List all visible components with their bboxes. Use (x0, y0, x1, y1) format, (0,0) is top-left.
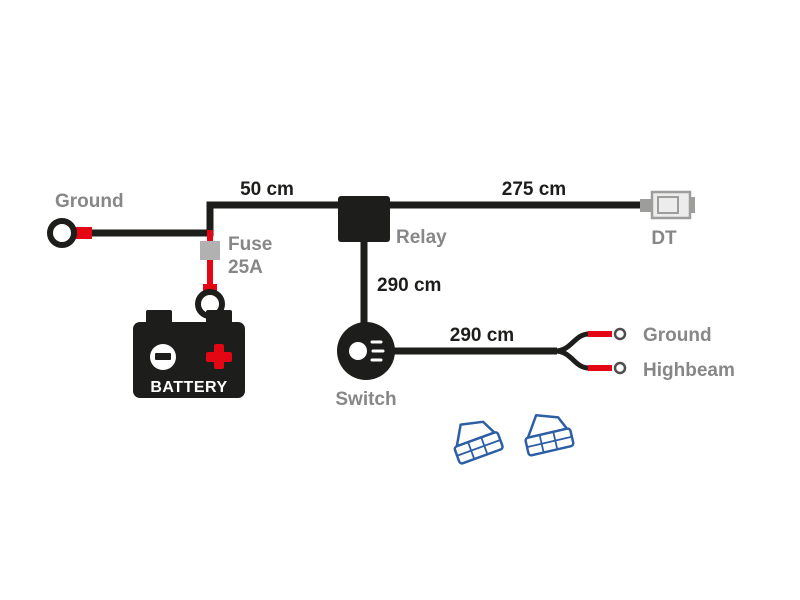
fuse-label-line2: 25A (228, 257, 263, 278)
length-50cm-label: 50 cm (240, 179, 294, 200)
fuse-holder-icon (200, 241, 220, 260)
wire-split-upper (554, 331, 590, 354)
length-290cm-vertical-label: 290 cm (377, 275, 441, 296)
battery-minus-bar (155, 353, 171, 360)
switch-icon (337, 322, 395, 380)
splice-blade-slot (538, 430, 559, 454)
length-290cm-horizontal-label: 290 cm (450, 325, 514, 346)
splice-slot-line (526, 435, 573, 448)
switch-label: Switch (335, 389, 396, 410)
battery-body (133, 322, 245, 398)
crimp-fuse-terminal (203, 284, 217, 293)
relay-label: Relay (396, 227, 447, 248)
battery-icon: BATTERY (133, 310, 245, 398)
splice-blade-slot (467, 436, 489, 460)
quick-splice-connector-icon (453, 420, 504, 465)
wire-split-lower (554, 348, 590, 371)
dt-connector-neck (640, 199, 653, 212)
splice-slot-line (456, 439, 501, 457)
quick-splice-connector-icon (524, 414, 575, 457)
bullet-terminal-ground-icon (613, 327, 627, 341)
dt-connector-slot (657, 196, 679, 214)
ground-left-label: Ground (55, 191, 124, 212)
dt-connector-tab (689, 197, 695, 213)
switch-lamp-icon (349, 342, 367, 360)
length-275cm-label: 275 cm (502, 179, 566, 200)
relay-block-icon (338, 196, 390, 242)
crimp-ground-terminal (74, 227, 92, 239)
dt-label: DT (651, 228, 677, 249)
battery-label: BATTERY (150, 379, 227, 396)
bullet-terminal-highbeam-icon (613, 361, 627, 375)
fuse-label-line1: Fuse (228, 234, 272, 255)
ring-terminal-ground-icon (47, 218, 77, 248)
battery-plus-bar (206, 352, 232, 362)
highbeam-label: Highbeam (643, 360, 735, 381)
wire-ground-to-relay (88, 201, 338, 237)
dt-connector-icon (640, 190, 695, 220)
ground-right-label: Ground (643, 325, 712, 346)
